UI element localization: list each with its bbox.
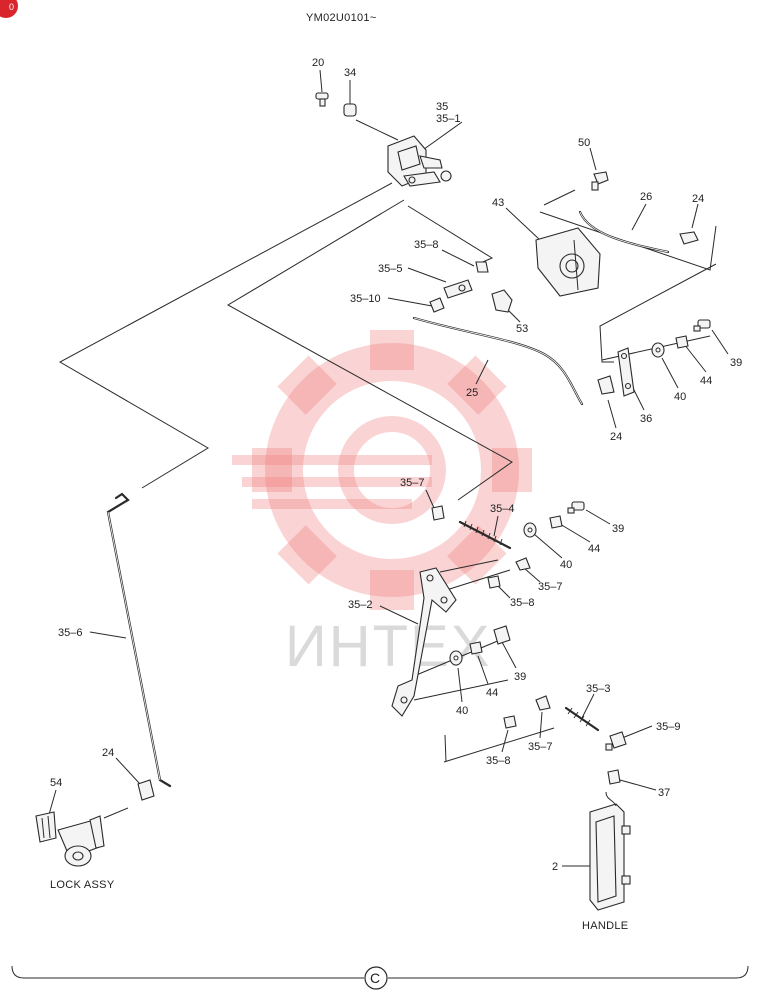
label-43: 43: [492, 197, 504, 209]
label-20: 20: [312, 57, 324, 69]
label-35: 35: [436, 101, 448, 113]
leader-lines: [47, 69, 729, 867]
label-35-4: 35–4: [490, 503, 514, 515]
label-26: 26: [640, 191, 652, 203]
washer-40-lower: [449, 650, 463, 666]
part-labels: 20 34 35 35–1 50 43 26 24 35–8 35–5 35–1…: [50, 57, 742, 873]
label-39-lower: 39: [514, 671, 526, 683]
door-handle: [589, 791, 631, 911]
lock-assembly: [35, 811, 105, 867]
label-54: 54: [50, 777, 62, 789]
washer-40-right: [651, 342, 665, 358]
label-36: 36: [640, 413, 652, 425]
pin-35-7-middle: [515, 557, 531, 571]
rod-35-6: [106, 492, 172, 788]
caption-handle: HANDLE: [582, 920, 628, 932]
label-35-2: 35–2: [348, 599, 372, 611]
latch-35: [387, 135, 452, 187]
label-35-9: 35–9: [656, 721, 680, 733]
nut-44-lower: [469, 641, 483, 655]
clip-24-lower: [137, 779, 155, 801]
label-40-right: 40: [674, 391, 686, 403]
bracket-36: [617, 347, 635, 397]
label-24-upper: 24: [692, 193, 704, 205]
rod-26: [578, 210, 670, 254]
lever-35-2: [391, 567, 457, 717]
rod-35-4: [458, 520, 512, 550]
label-39-middle: 39: [612, 523, 624, 535]
label-24-right: 24: [610, 431, 622, 443]
model-code: YM02U0101~: [306, 12, 377, 24]
rod-25: [412, 316, 584, 406]
label-35-6: 35–6: [58, 627, 82, 639]
section-mark: C: [370, 970, 380, 986]
label-44-middle: 44: [588, 543, 600, 555]
nut-44-middle: [549, 515, 563, 529]
section-mark-circle: [364, 966, 388, 990]
screw-20: [315, 92, 329, 107]
label-35-3: 35–3: [586, 683, 610, 695]
label-35-5: 35–5: [378, 263, 402, 275]
bolt-39-lower: [493, 625, 511, 645]
watermark-gear-icon: [232, 330, 532, 610]
nut-35-8-lower: [503, 715, 517, 729]
label-35-1: 35–1: [436, 113, 460, 125]
bolt-50: [591, 171, 609, 191]
stud-35-3: [564, 706, 600, 732]
bolt-39-right: [693, 319, 711, 332]
label-44-lower: 44: [486, 687, 498, 699]
bolt-39-middle: [567, 501, 585, 514]
block-53: [491, 289, 513, 313]
label-35-7-upper: 35–7: [400, 477, 424, 489]
label-39-right: 39: [730, 357, 742, 369]
nut-35-8-upper: [475, 261, 489, 273]
label-40-lower: 40: [456, 705, 468, 717]
label-34: 34: [344, 67, 356, 79]
label-35-10: 35–10: [350, 293, 381, 305]
label-2: 2: [552, 861, 558, 873]
nut-44-right: [675, 335, 689, 349]
clip-35-10: [429, 297, 445, 313]
label-35-8-upper: 35–8: [414, 239, 438, 251]
pin-35-7-upper: [431, 505, 445, 521]
clip-24-right: [597, 375, 615, 395]
clip-37: [607, 769, 621, 785]
plate-35-5: [443, 279, 473, 299]
label-35-8-middle: 35–8: [510, 597, 534, 609]
clip-24-upper: [679, 231, 699, 245]
nut-35-8-middle: [487, 575, 501, 589]
washer-40-middle: [523, 522, 537, 538]
watermark-text: ИНТЕХ: [285, 614, 491, 679]
caption-lock-assy: LOCK ASSY: [50, 879, 115, 891]
label-25: 25: [466, 387, 478, 399]
corner-badge-text: 0: [9, 2, 14, 12]
pin-35-7-lower: [535, 695, 551, 711]
label-35-8-lower: 35–8: [486, 755, 510, 767]
clip-34: [343, 103, 357, 117]
label-35-7-middle: 35–7: [538, 581, 562, 593]
label-37: 37: [658, 787, 670, 799]
lock-box-43: [535, 227, 601, 297]
label-24-lower: 24: [102, 747, 114, 759]
label-53: 53: [516, 323, 528, 335]
pin-35-9: [605, 731, 627, 751]
corner-badge: 0: [0, 0, 18, 18]
label-50: 50: [578, 137, 590, 149]
label-44-right: 44: [700, 375, 712, 387]
label-40-middle: 40: [560, 559, 572, 571]
footer-bar: C: [11, 965, 749, 990]
label-35-7-lower: 35–7: [528, 741, 552, 753]
